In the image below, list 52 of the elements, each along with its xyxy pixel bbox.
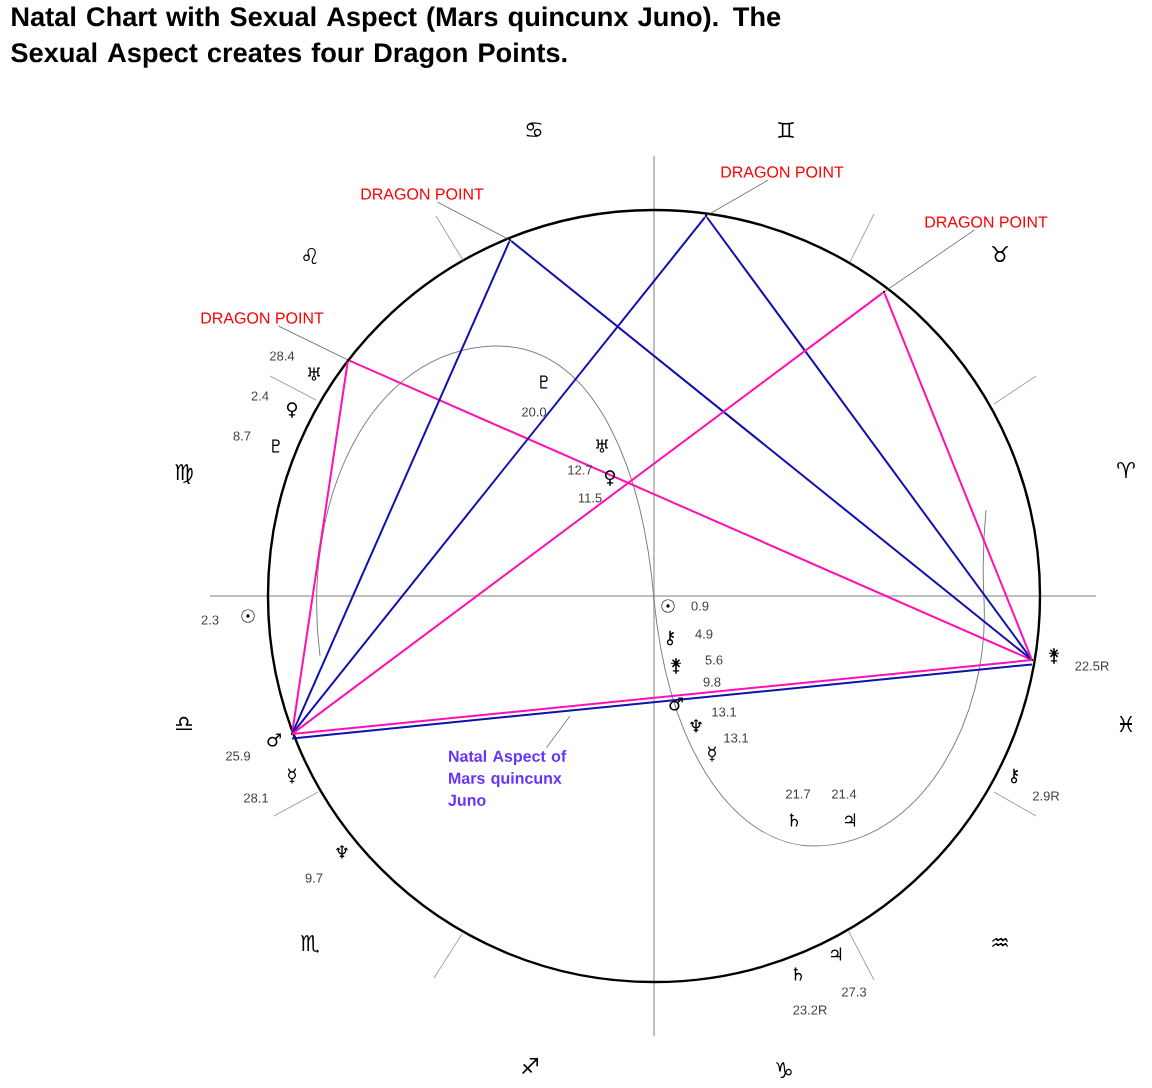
aspect-line	[291, 216, 707, 734]
zodiac-symbol: ♈	[1117, 461, 1135, 479]
leader-line	[706, 179, 769, 216]
planet-symbol: ⚷	[1010, 768, 1019, 784]
zodiac-symbol: ♌	[303, 248, 317, 265]
aspect-line	[510, 239, 1032, 661]
planet-symbol: ♆	[336, 845, 348, 859]
planet-symbol: ⚵	[1048, 648, 1060, 664]
planet-symbol: ♂	[669, 697, 683, 711]
zodiac-symbol: ♋	[526, 122, 542, 137]
zodiac-symbol: ♉	[992, 246, 1008, 263]
leader-line	[437, 201, 510, 240]
title: Natal Chart with Sexual Aspect (Mars quincunx Juno). The Sexual Aspect creates four Dragon Points.	[11, 6, 781, 68]
leader-line	[884, 229, 975, 292]
aspect-line	[291, 240, 511, 734]
zodiac-symbol: ♑	[776, 1062, 792, 1079]
aspect-line	[348, 359, 1032, 661]
planet-symbol: ☿	[708, 746, 716, 762]
zodiac-symbol: ♍	[175, 464, 193, 484]
aspect-line	[705, 216, 1033, 660]
callout-text: Natal Aspect of Mars quincunx Juno	[448, 750, 567, 806]
planet-symbol: ⚵	[670, 658, 682, 674]
zodiac-symbol: ♊	[778, 121, 794, 139]
planet-symbol: ♆	[690, 719, 702, 733]
callout-text: DRAGON POINT	[361, 188, 484, 200]
zodiac-symbol: ♒	[992, 937, 1008, 948]
callout-text: DRAGON POINT	[201, 312, 324, 324]
aspect-line	[292, 291, 884, 735]
zodiac-symbol: ♎	[176, 716, 192, 731]
callout-text: DRAGON POINT	[721, 166, 844, 178]
planet-symbol: ♃	[830, 947, 842, 961]
zodiac-symbol: ♓	[1119, 716, 1133, 733]
planet-symbol: ♄	[793, 967, 803, 981]
aspect-line	[291, 360, 349, 734]
planet-symbol: ♂	[267, 733, 281, 747]
aspect-line	[883, 292, 1033, 660]
planet-symbol: ☉	[661, 599, 675, 613]
planet-symbol: ♅	[596, 439, 608, 453]
planet-symbol: ♀	[286, 402, 298, 418]
planet-symbol: ♅	[308, 367, 320, 381]
planet-symbol: ⚷	[666, 630, 675, 646]
planet-symbol: ♃	[844, 813, 856, 827]
planet-symbol: ☿	[288, 768, 296, 784]
planet-symbol: ♄	[789, 813, 799, 827]
leader-line	[278, 325, 348, 360]
zodiac-symbol: ♐	[521, 1058, 538, 1075]
leader-line	[546, 715, 571, 749]
planet-symbol: ♇	[540, 375, 548, 389]
callout-text: DRAGON POINT	[925, 216, 1048, 228]
planet-symbol: ☉	[241, 609, 255, 623]
planet-symbol: ♇	[272, 439, 280, 453]
zodiac-symbol: ♏	[300, 934, 320, 954]
